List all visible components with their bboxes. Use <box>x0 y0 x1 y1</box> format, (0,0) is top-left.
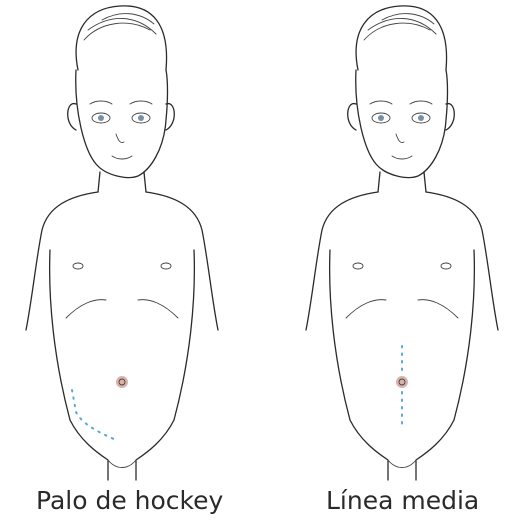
child-figure-right <box>306 6 498 480</box>
child-figure-left <box>26 6 218 480</box>
caption-midline: Línea media <box>326 486 479 515</box>
caption-hockey-stick: Palo de hockey <box>36 486 223 515</box>
hockey-stick-incision <box>72 390 116 440</box>
